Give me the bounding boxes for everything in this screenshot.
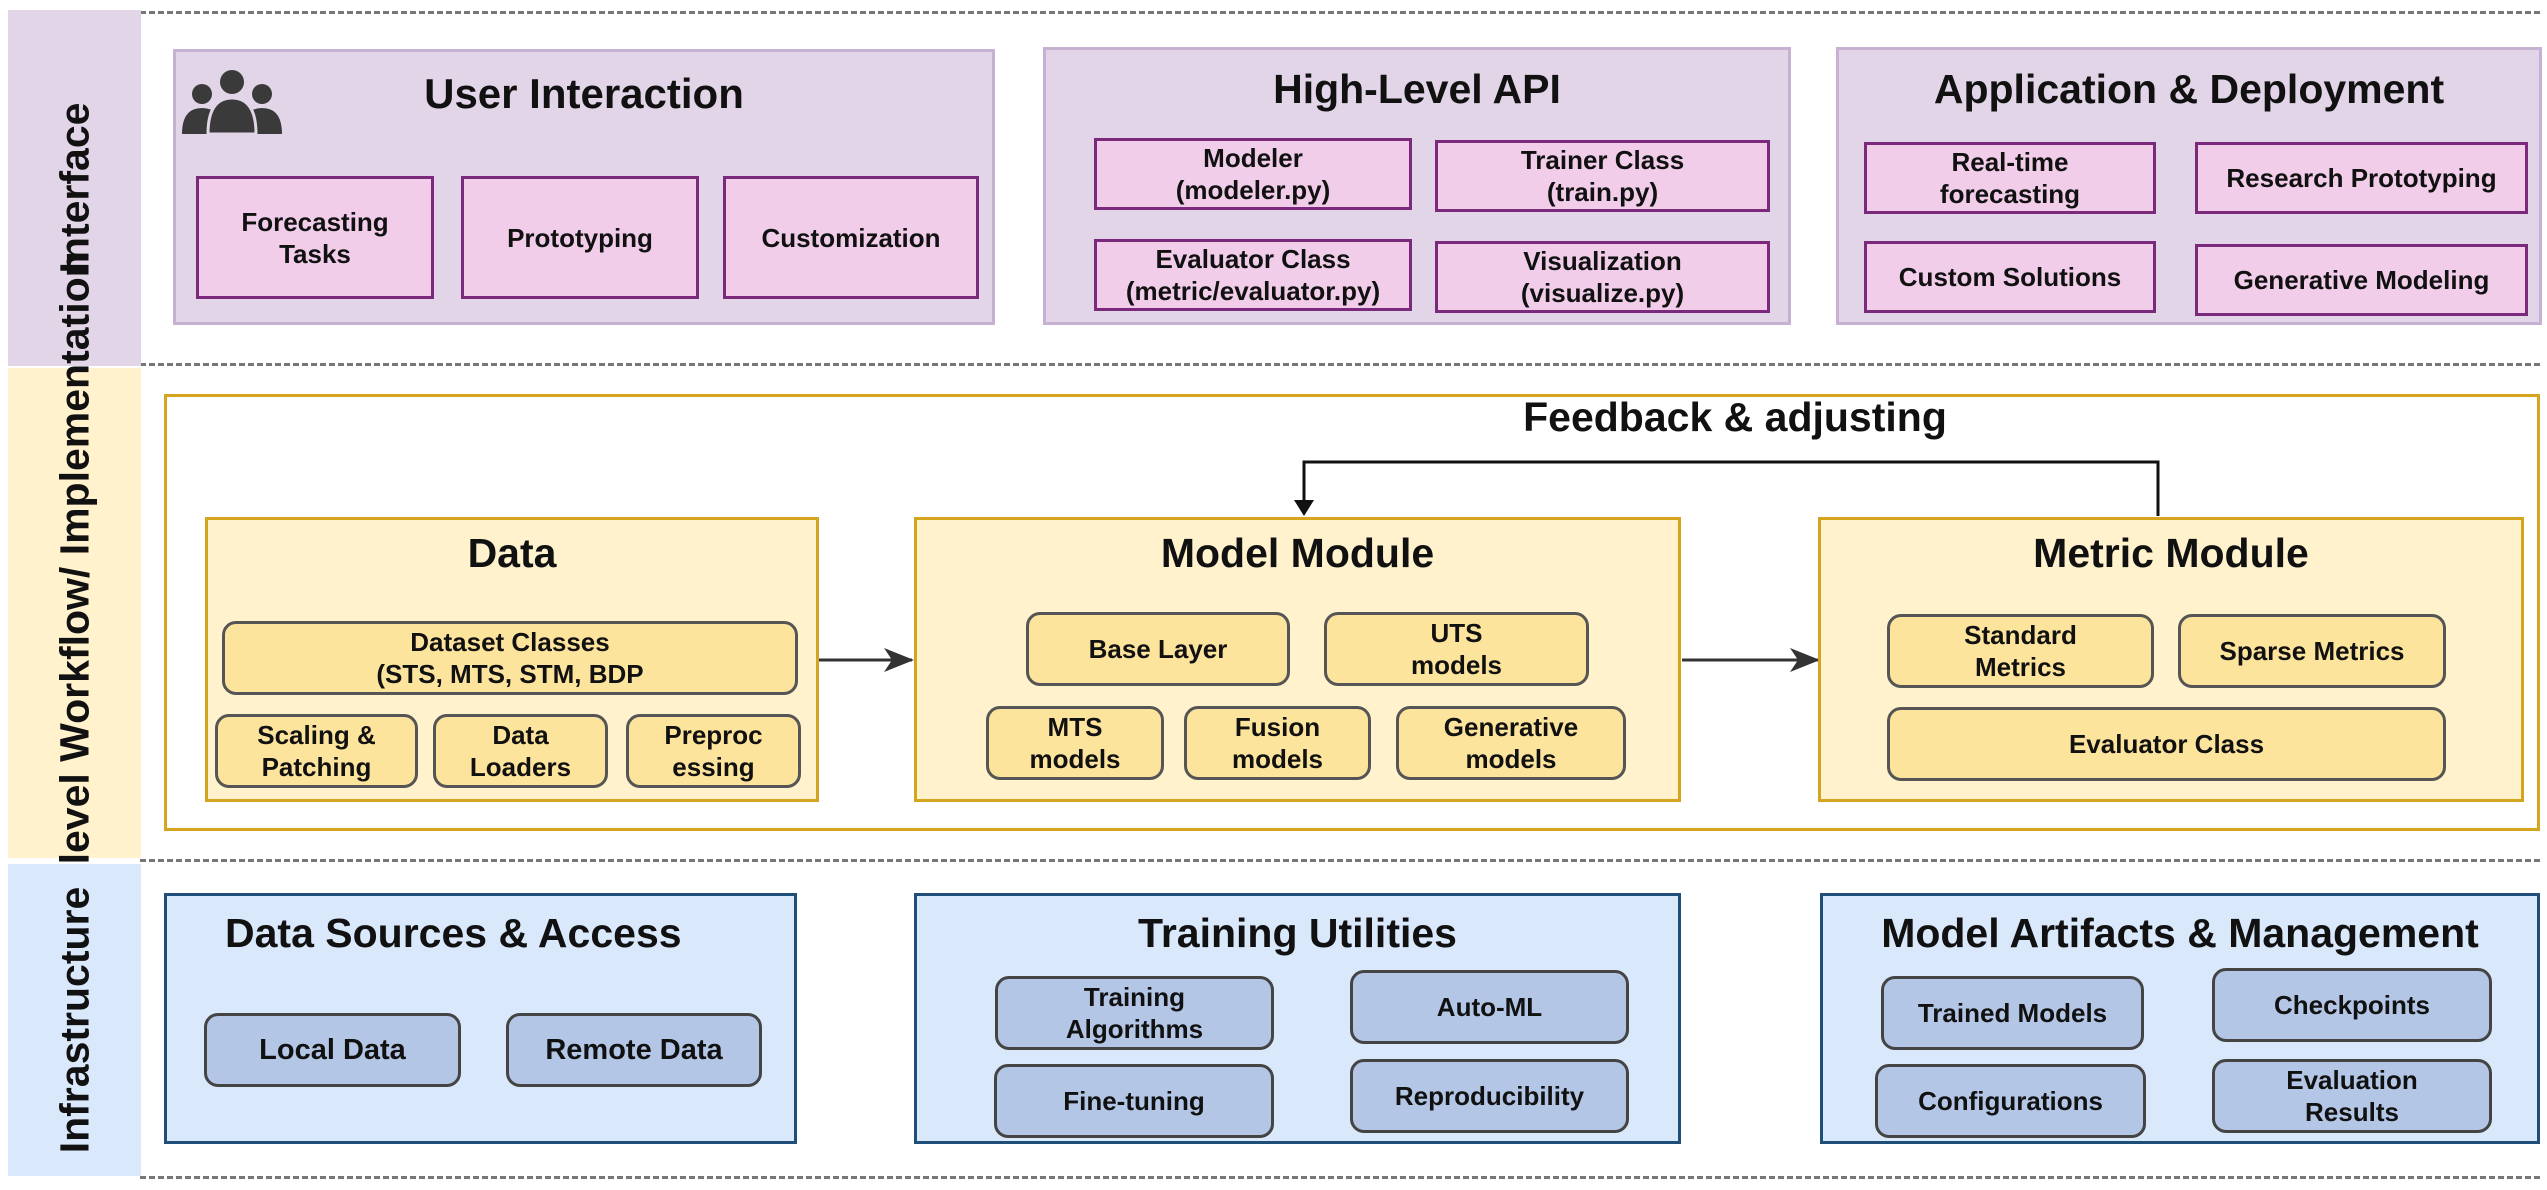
- box-auto-ml: Auto-ML: [1350, 970, 1629, 1044]
- box-local-data: Local Data: [204, 1013, 461, 1087]
- box-dataset-classes: Dataset Classes (STS, MTS, STM, BDP: [222, 621, 798, 695]
- box-base-layer: Base Layer: [1026, 612, 1290, 686]
- box-evaluator-class-metric: Evaluator Class: [1887, 707, 2446, 781]
- feedback-label: Feedback & adjusting: [1523, 394, 1947, 440]
- layer-band-infrastructure: Infrastructure: [8, 864, 141, 1176]
- panel-model-module: Model Module Base Layer UTS models MTS m…: [914, 517, 1681, 802]
- box-trainer-class: Trainer Class (train.py): [1435, 140, 1770, 212]
- layer-band-interface: Interface: [8, 10, 141, 366]
- panel-metric-module: Metric Module Standard Metrics Sparse Me…: [1818, 517, 2524, 802]
- panel-title-model-artifacts: Model Artifacts & Management: [1881, 910, 2479, 956]
- box-evaluator-class: Evaluator Class (metric/evaluator.py): [1094, 239, 1412, 311]
- panel-data: Data Dataset Classes (STS, MTS, STM, BDP…: [205, 517, 819, 802]
- panel-title-user-interaction: User Interaction: [424, 70, 744, 117]
- panel-title-metric-module: Metric Module: [2033, 530, 2309, 576]
- panel-title-training-utilities: Training Utilities: [1138, 910, 1457, 956]
- box-custom-solutions: Custom Solutions: [1864, 241, 2156, 313]
- box-visualization: Visualization (visualize.py): [1435, 241, 1770, 313]
- box-generative-models: Generative models: [1396, 706, 1626, 780]
- panel-user-interaction: User Interaction Forecasting Tasks Proto…: [173, 49, 995, 325]
- box-training-algorithms: Training Algorithms: [995, 976, 1274, 1050]
- separator-workflow-infrastructure: [140, 859, 2540, 862]
- box-scaling-patching: Scaling & Patching: [215, 714, 418, 788]
- panel-training-utilities: Training Utilities Training Algorithms A…: [914, 893, 1681, 1144]
- box-prototyping: Prototyping: [461, 176, 699, 299]
- separator-interface-workflow: [140, 363, 2540, 366]
- panel-title-model-module: Model Module: [1160, 530, 1435, 576]
- box-reproducibility: Reproducibility: [1350, 1059, 1629, 1133]
- box-fine-tuning: Fine-tuning: [994, 1064, 1274, 1138]
- box-data-loaders: Data Loaders: [433, 714, 608, 788]
- layer-band-workflow: Multi-level Workflow/ Implementation: [8, 252, 141, 974]
- box-customization: Customization: [723, 176, 979, 299]
- box-modeler: Modeler (modeler.py): [1094, 138, 1412, 210]
- panel-model-artifacts: Model Artifacts & Management Trained Mod…: [1820, 893, 2540, 1144]
- box-standard-metrics: Standard Metrics: [1887, 614, 2154, 688]
- separator-top: [140, 11, 2540, 14]
- box-preprocessing: Preproc essing: [626, 714, 801, 788]
- panel-high-level-api: High-Level API Modeler (modeler.py) Trai…: [1043, 47, 1791, 325]
- panel-title-high-level-api: High-Level API: [1273, 66, 1561, 112]
- box-uts-models: UTS models: [1324, 612, 1589, 686]
- users-group-icon: [182, 70, 282, 134]
- panel-application-deployment: Application & Deployment Real-time forec…: [1836, 47, 2542, 325]
- box-configurations: Configurations: [1875, 1064, 2146, 1138]
- box-mts-models: MTS models: [986, 706, 1164, 780]
- box-real-time-forecasting: Real-time forecasting: [1864, 142, 2156, 214]
- feedback-arrow: [1294, 460, 2160, 516]
- box-research-prototyping: Research Prototyping: [2195, 142, 2528, 214]
- box-generative-modeling: Generative Modeling: [2195, 244, 2528, 316]
- box-evaluation-results: Evaluation Results: [2212, 1059, 2492, 1133]
- box-fusion-models: Fusion models: [1184, 706, 1371, 780]
- box-trained-models: Trained Models: [1881, 976, 2144, 1050]
- panel-title-application-deployment: Application & Deployment: [1933, 66, 2445, 112]
- panel-data-sources: Data Sources & Access Local Data Remote …: [164, 893, 797, 1144]
- panel-title-data: Data: [467, 530, 557, 576]
- box-sparse-metrics: Sparse Metrics: [2178, 614, 2446, 688]
- separator-bottom: [140, 1176, 2540, 1179]
- layer-label-infrastructure: Infrastructure: [51, 886, 98, 1154]
- box-forecasting-tasks: Forecasting Tasks: [196, 176, 434, 299]
- box-checkpoints: Checkpoints: [2212, 968, 2492, 1042]
- box-remote-data: Remote Data: [506, 1013, 762, 1087]
- panel-title-data-sources: Data Sources & Access: [225, 910, 682, 956]
